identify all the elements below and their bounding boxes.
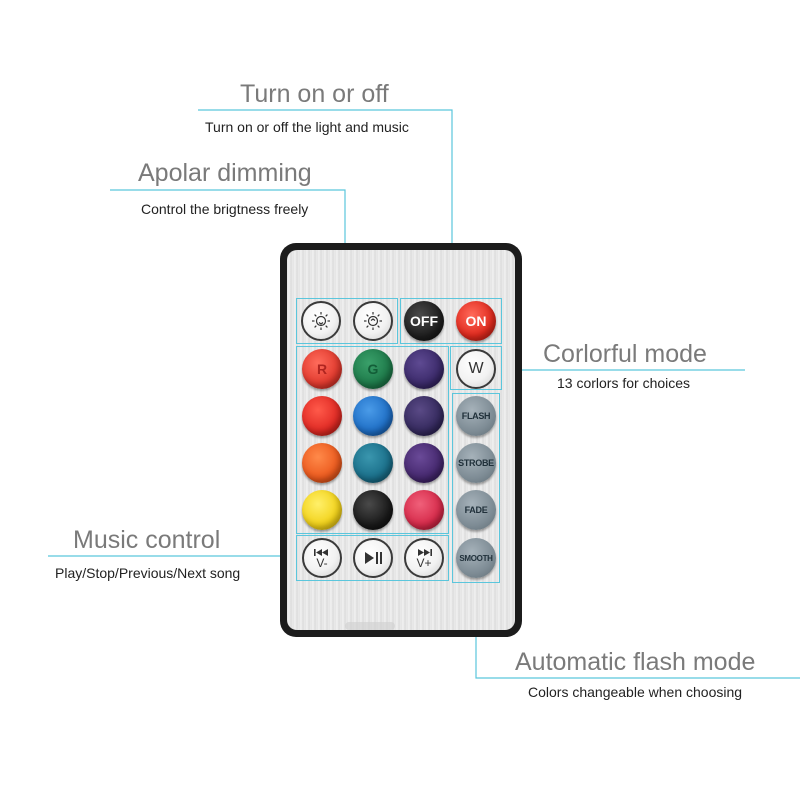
dark-violet-button[interactable] xyxy=(404,396,444,436)
sun-dim-icon xyxy=(312,312,330,330)
off-button[interactable]: OFF xyxy=(404,301,444,341)
previous-button[interactable]: V- xyxy=(302,538,342,578)
red-button[interactable]: R xyxy=(302,349,342,389)
white-label: W xyxy=(468,360,484,377)
music-control-title: Music control xyxy=(73,526,221,554)
green-label: G xyxy=(367,361,379,377)
colorful-mode-desc: 13 corlors for choices xyxy=(557,375,691,391)
play-pause-icon xyxy=(365,552,382,564)
music-control-desc: Play/Stop/Previous/Next song xyxy=(55,565,241,581)
teal-button[interactable] xyxy=(353,443,393,483)
auto-flash-title: Automatic flash mode xyxy=(515,648,756,676)
previous-label: V- xyxy=(316,555,328,570)
turn-on-off-title: Turn on or off xyxy=(240,80,389,108)
fade-label: FADE xyxy=(464,505,488,515)
power-group-outline xyxy=(400,298,502,344)
strobe-button[interactable]: STROBE xyxy=(456,443,496,483)
apolar-dimming-title: Apolar dimming xyxy=(138,159,312,187)
dim-down-button[interactable] xyxy=(301,301,341,341)
dimming-group-outline xyxy=(296,298,398,344)
apolar-dimming-desc: Control the brigtness freely xyxy=(141,201,309,217)
auto-flash-desc: Colors changeable when choosing xyxy=(528,684,743,700)
colorful-mode-title: Corlorful mode xyxy=(543,340,707,368)
music-group-outline xyxy=(296,535,449,581)
black-button[interactable] xyxy=(353,490,393,530)
red-orange-button[interactable] xyxy=(302,396,342,436)
white-group-outline xyxy=(450,346,502,390)
ir-window xyxy=(345,622,395,630)
flash-label: FLASH xyxy=(461,411,491,421)
on-label: ON xyxy=(465,313,487,329)
turn-on-off-line xyxy=(198,109,453,295)
magenta-red-button[interactable] xyxy=(404,490,444,530)
flash-button[interactable]: FLASH xyxy=(456,396,496,436)
next-icon xyxy=(418,548,432,556)
previous-icon xyxy=(314,548,328,556)
dim-up-button[interactable] xyxy=(353,301,393,341)
blue-button[interactable] xyxy=(353,396,393,436)
turn-on-off-desc: Turn on or off the light and music xyxy=(205,119,409,135)
next-label: V+ xyxy=(416,555,432,570)
color-group-outline xyxy=(296,346,449,534)
yellow-button[interactable] xyxy=(302,490,342,530)
green-button[interactable]: G xyxy=(353,349,393,389)
white-button[interactable]: W xyxy=(456,349,496,389)
smooth-label: SMOOTH xyxy=(459,553,493,563)
off-label: OFF xyxy=(410,313,438,329)
smooth-button[interactable]: SMOOTH xyxy=(456,538,496,578)
orange-button[interactable] xyxy=(302,443,342,483)
purple-button[interactable] xyxy=(404,443,444,483)
blue-violet-button[interactable] xyxy=(404,349,444,389)
on-button[interactable]: ON xyxy=(456,301,496,341)
sun-bright-icon xyxy=(364,312,382,330)
red-label: R xyxy=(316,361,328,377)
strobe-label: STROBE xyxy=(458,458,494,468)
fade-button[interactable]: FADE xyxy=(456,490,496,530)
next-button[interactable]: V+ xyxy=(404,538,444,578)
mode-group-outline xyxy=(452,393,500,583)
play-pause-button[interactable] xyxy=(353,538,393,578)
